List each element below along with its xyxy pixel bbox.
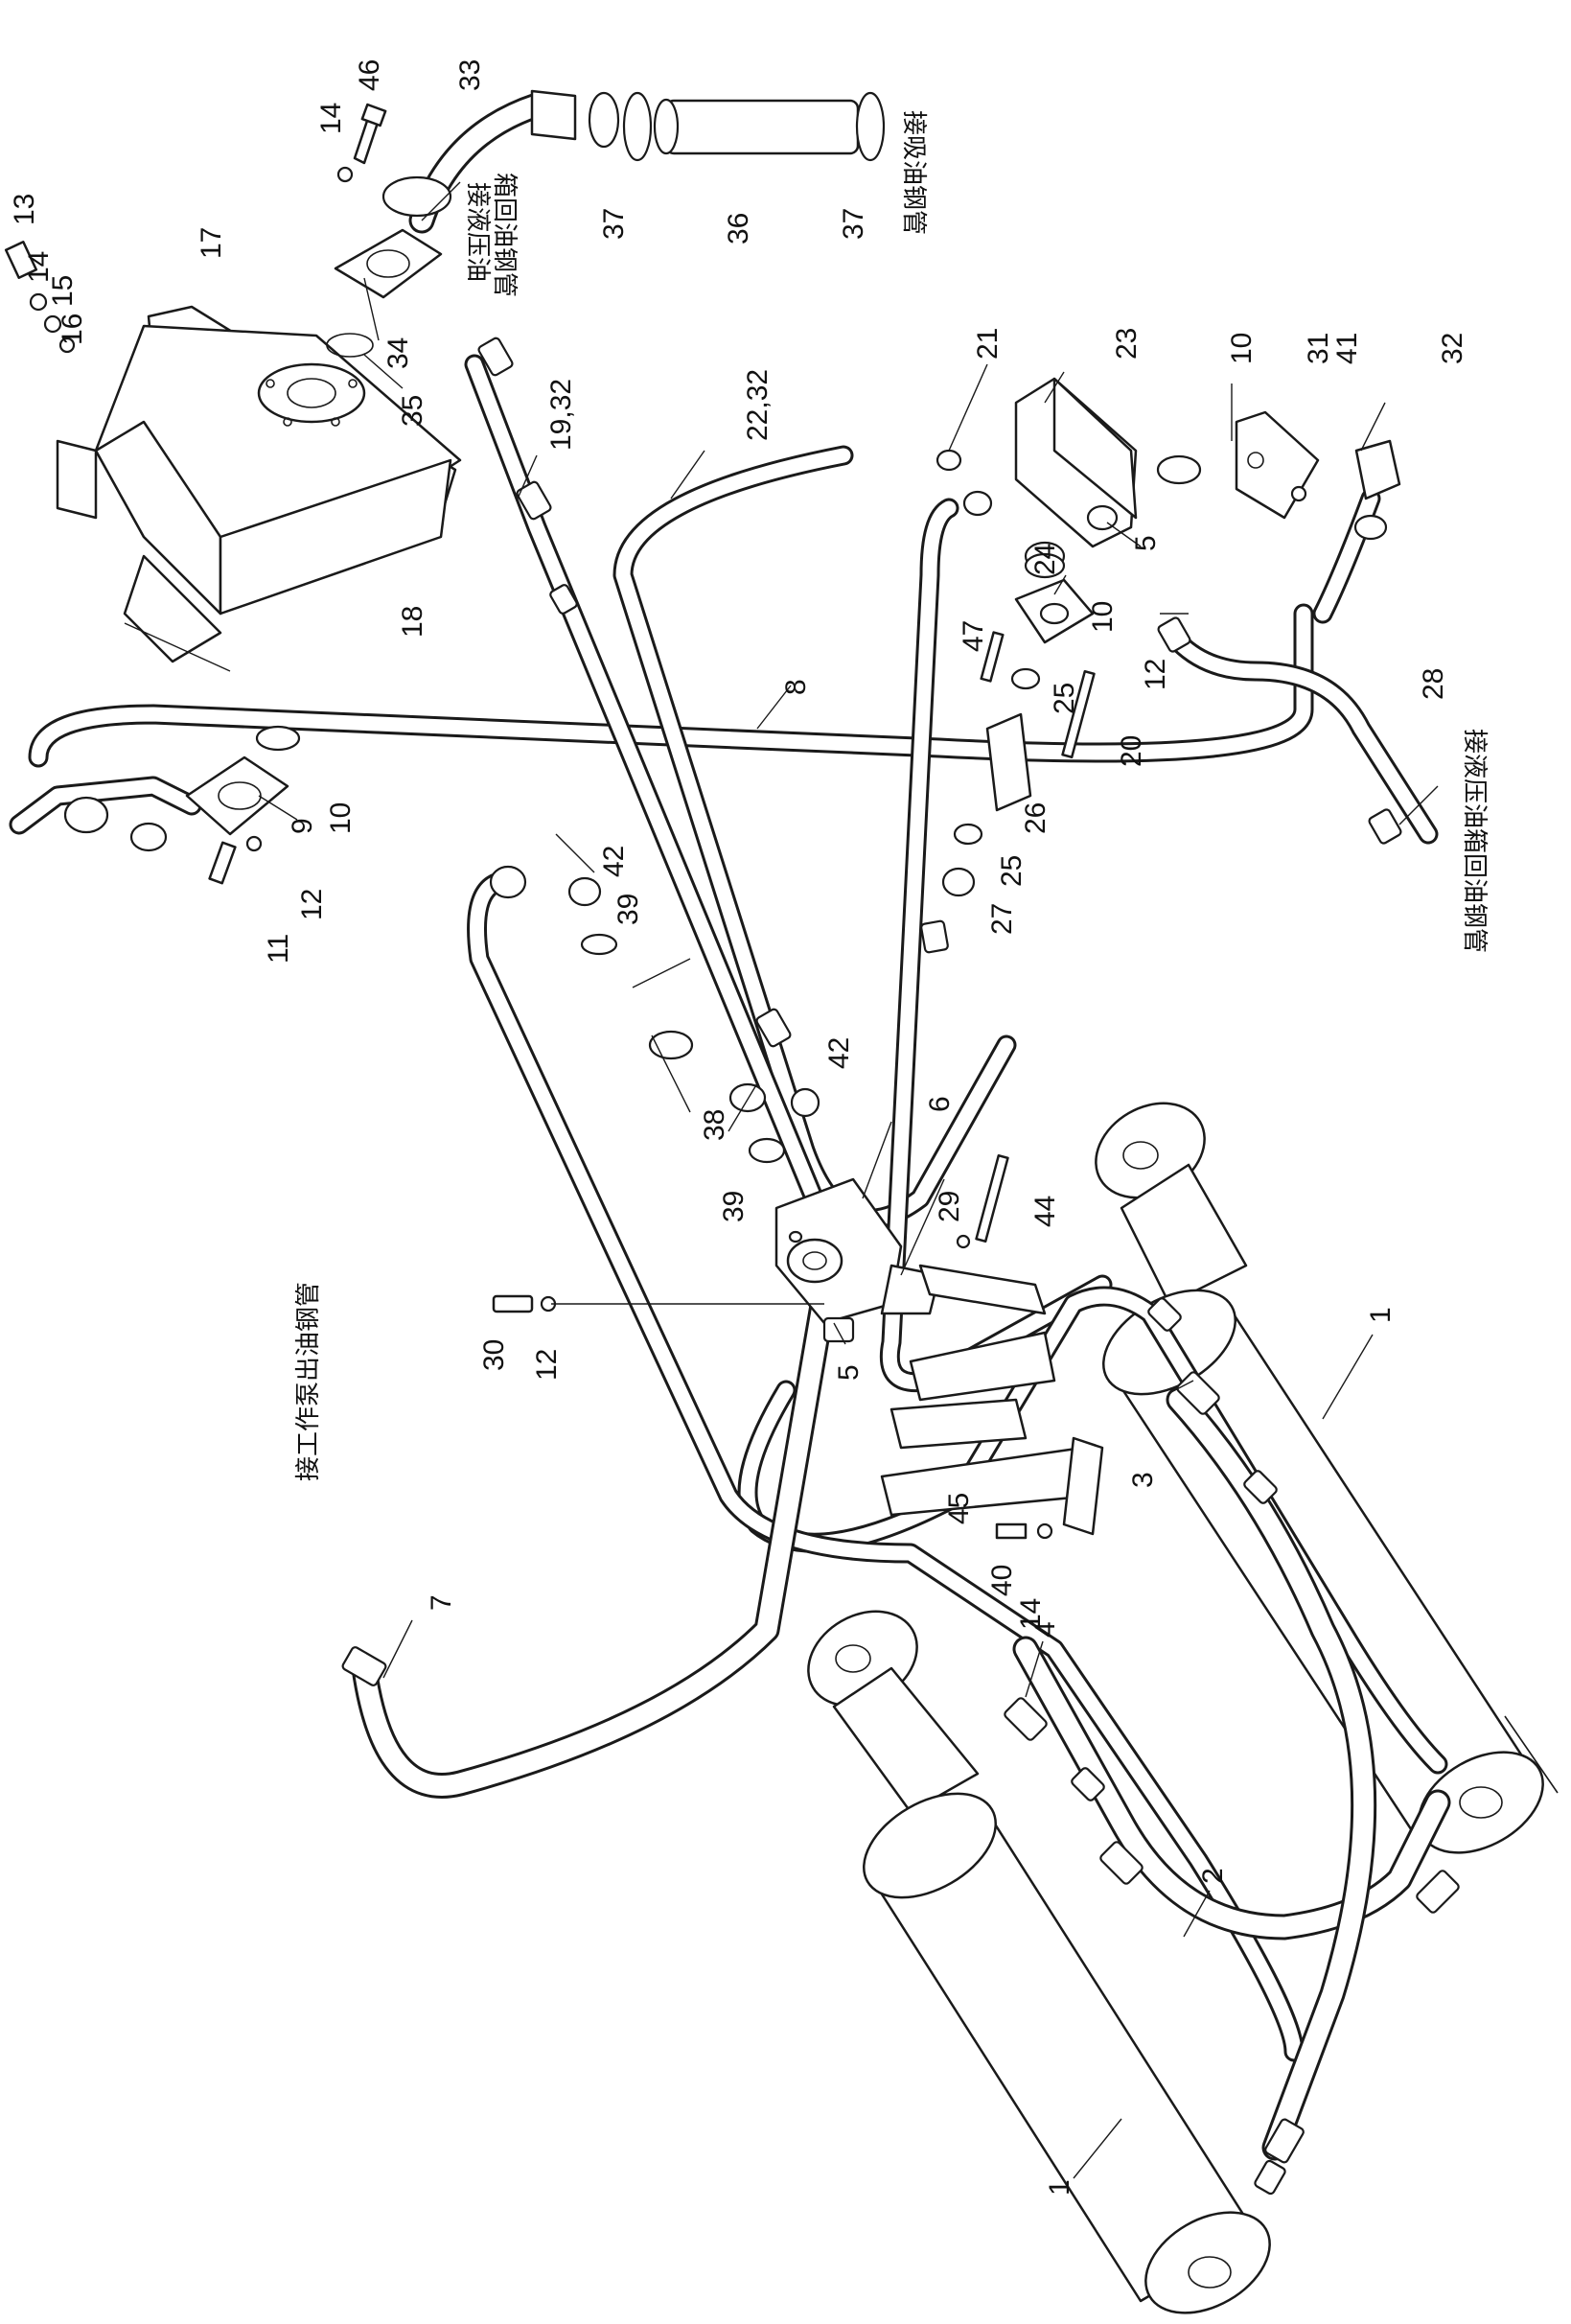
callout-14c: 14 [1015, 1598, 1047, 1630]
callout-31: 31 [1303, 333, 1334, 364]
note-tank-return-full: 接液压油箱回油钢管 [1460, 729, 1489, 953]
callout-35: 35 [397, 395, 428, 427]
callout-42a: 42 [598, 846, 630, 877]
callout-20: 20 [1116, 735, 1147, 767]
cylinder-left [807, 1610, 1271, 2314]
callouts: 1 1 2 3 4 5 5 6 7 8 9 10 10 10 11 12 12 … [9, 59, 1468, 2196]
callout-24: 24 [1029, 544, 1061, 575]
callout-5b: 5 [833, 1364, 865, 1381]
notes: 接吸油钢管 接液压油 箱回油钢管 接液压油箱回油钢管 接工作泵出油钢管 [294, 110, 1489, 1481]
callout-12b: 12 [1140, 659, 1171, 690]
callout-10b: 10 [1087, 601, 1119, 633]
pipe-36 [622, 91, 886, 162]
note-tank-return-a: 接液压油 [463, 182, 492, 282]
callout-36: 36 [723, 213, 754, 244]
callout-10c: 10 [325, 802, 357, 834]
pipe-8 [9, 603, 1314, 835]
callout-16: 16 [57, 314, 88, 345]
callout-17: 17 [196, 227, 227, 259]
callout-39b: 39 [718, 1191, 750, 1222]
callout-7: 7 [426, 1594, 457, 1611]
bolt-30 [492, 1294, 557, 1313]
callout-27: 27 [986, 903, 1018, 935]
callout-13: 13 [9, 194, 40, 225]
suction-elbow-33 [326, 89, 620, 358]
callout-26: 26 [1020, 802, 1051, 834]
pipe-6 [879, 498, 1113, 1393]
callout-12a: 12 [296, 889, 328, 920]
callout-34: 34 [382, 337, 414, 369]
callout-29: 29 [934, 1191, 965, 1222]
block-29 [774, 1177, 941, 1325]
callout-9: 9 [287, 818, 318, 834]
callout-40: 40 [986, 1565, 1018, 1596]
hose-7 [351, 1281, 838, 1799]
callout-19-32: 19,32 [545, 379, 577, 451]
parts-13-16 [4, 241, 76, 354]
callout-44: 44 [1029, 1196, 1061, 1227]
callout-10a: 10 [1226, 333, 1258, 364]
callout-28: 28 [1418, 668, 1449, 700]
callout-38: 38 [699, 1109, 730, 1141]
hose-fittings [341, 337, 1460, 2196]
note-suction-pipe: 接吸油钢管 [899, 110, 928, 235]
pipe-28 [1168, 632, 1439, 845]
callout-39a: 39 [612, 894, 644, 925]
callout-33: 33 [454, 59, 486, 91]
callout-32: 32 [1437, 333, 1468, 364]
pipe-32-right [1312, 488, 1381, 624]
callout-5a: 5 [1130, 535, 1162, 551]
callout-47: 47 [958, 620, 989, 652]
callout-21: 21 [972, 328, 1004, 360]
callout-1a: 1 [1365, 1307, 1397, 1323]
callout-42b: 42 [823, 1037, 855, 1069]
callout-6: 6 [924, 1096, 956, 1112]
callout-12c: 12 [531, 1349, 563, 1381]
callout-14a: 14 [23, 251, 55, 283]
valve-block-23 [936, 377, 1202, 571]
callout-18: 18 [397, 606, 428, 638]
callout-14b: 14 [315, 103, 347, 134]
callout-8: 8 [780, 679, 812, 695]
callout-46: 46 [354, 59, 385, 91]
callout-41: 41 [1331, 333, 1363, 364]
callout-2: 2 [1197, 1868, 1229, 1884]
callout-3: 3 [1127, 1472, 1159, 1488]
callout-25b: 25 [996, 855, 1028, 887]
pipe-left-loop [467, 872, 1305, 2062]
callout-4: 4 [1029, 1621, 1061, 1638]
coupling-26 [941, 712, 1032, 897]
note-tank-return-b: 箱回油钢管 [490, 173, 519, 297]
callout-45: 45 [943, 1493, 975, 1524]
bracket-45 [880, 1436, 1104, 1540]
callout-30: 30 [478, 1339, 510, 1371]
hose-2 [1012, 1386, 1451, 2161]
bolt-46 [336, 103, 387, 183]
callout-15: 15 [47, 275, 79, 307]
callout-37a: 37 [598, 208, 630, 240]
hydraulic-tank [56, 305, 462, 663]
flange-9 [63, 725, 301, 885]
bracket-44 [889, 1153, 1056, 1450]
pipe-19-32 [464, 354, 844, 1257]
callout-22-32: 22,32 [742, 369, 774, 441]
valve-block-31 [1235, 410, 1401, 541]
callout-37b: 37 [838, 208, 869, 240]
fitting-24 [980, 552, 1096, 759]
callout-11: 11 [263, 934, 294, 964]
callout-1b: 1 [1044, 2179, 1075, 2196]
leader-lines [124, 181, 1439, 2179]
callout-23: 23 [1111, 328, 1143, 360]
callout-25a: 25 [1049, 683, 1080, 714]
note-pump-outlet: 接工作泵出油钢管 [294, 1282, 323, 1481]
